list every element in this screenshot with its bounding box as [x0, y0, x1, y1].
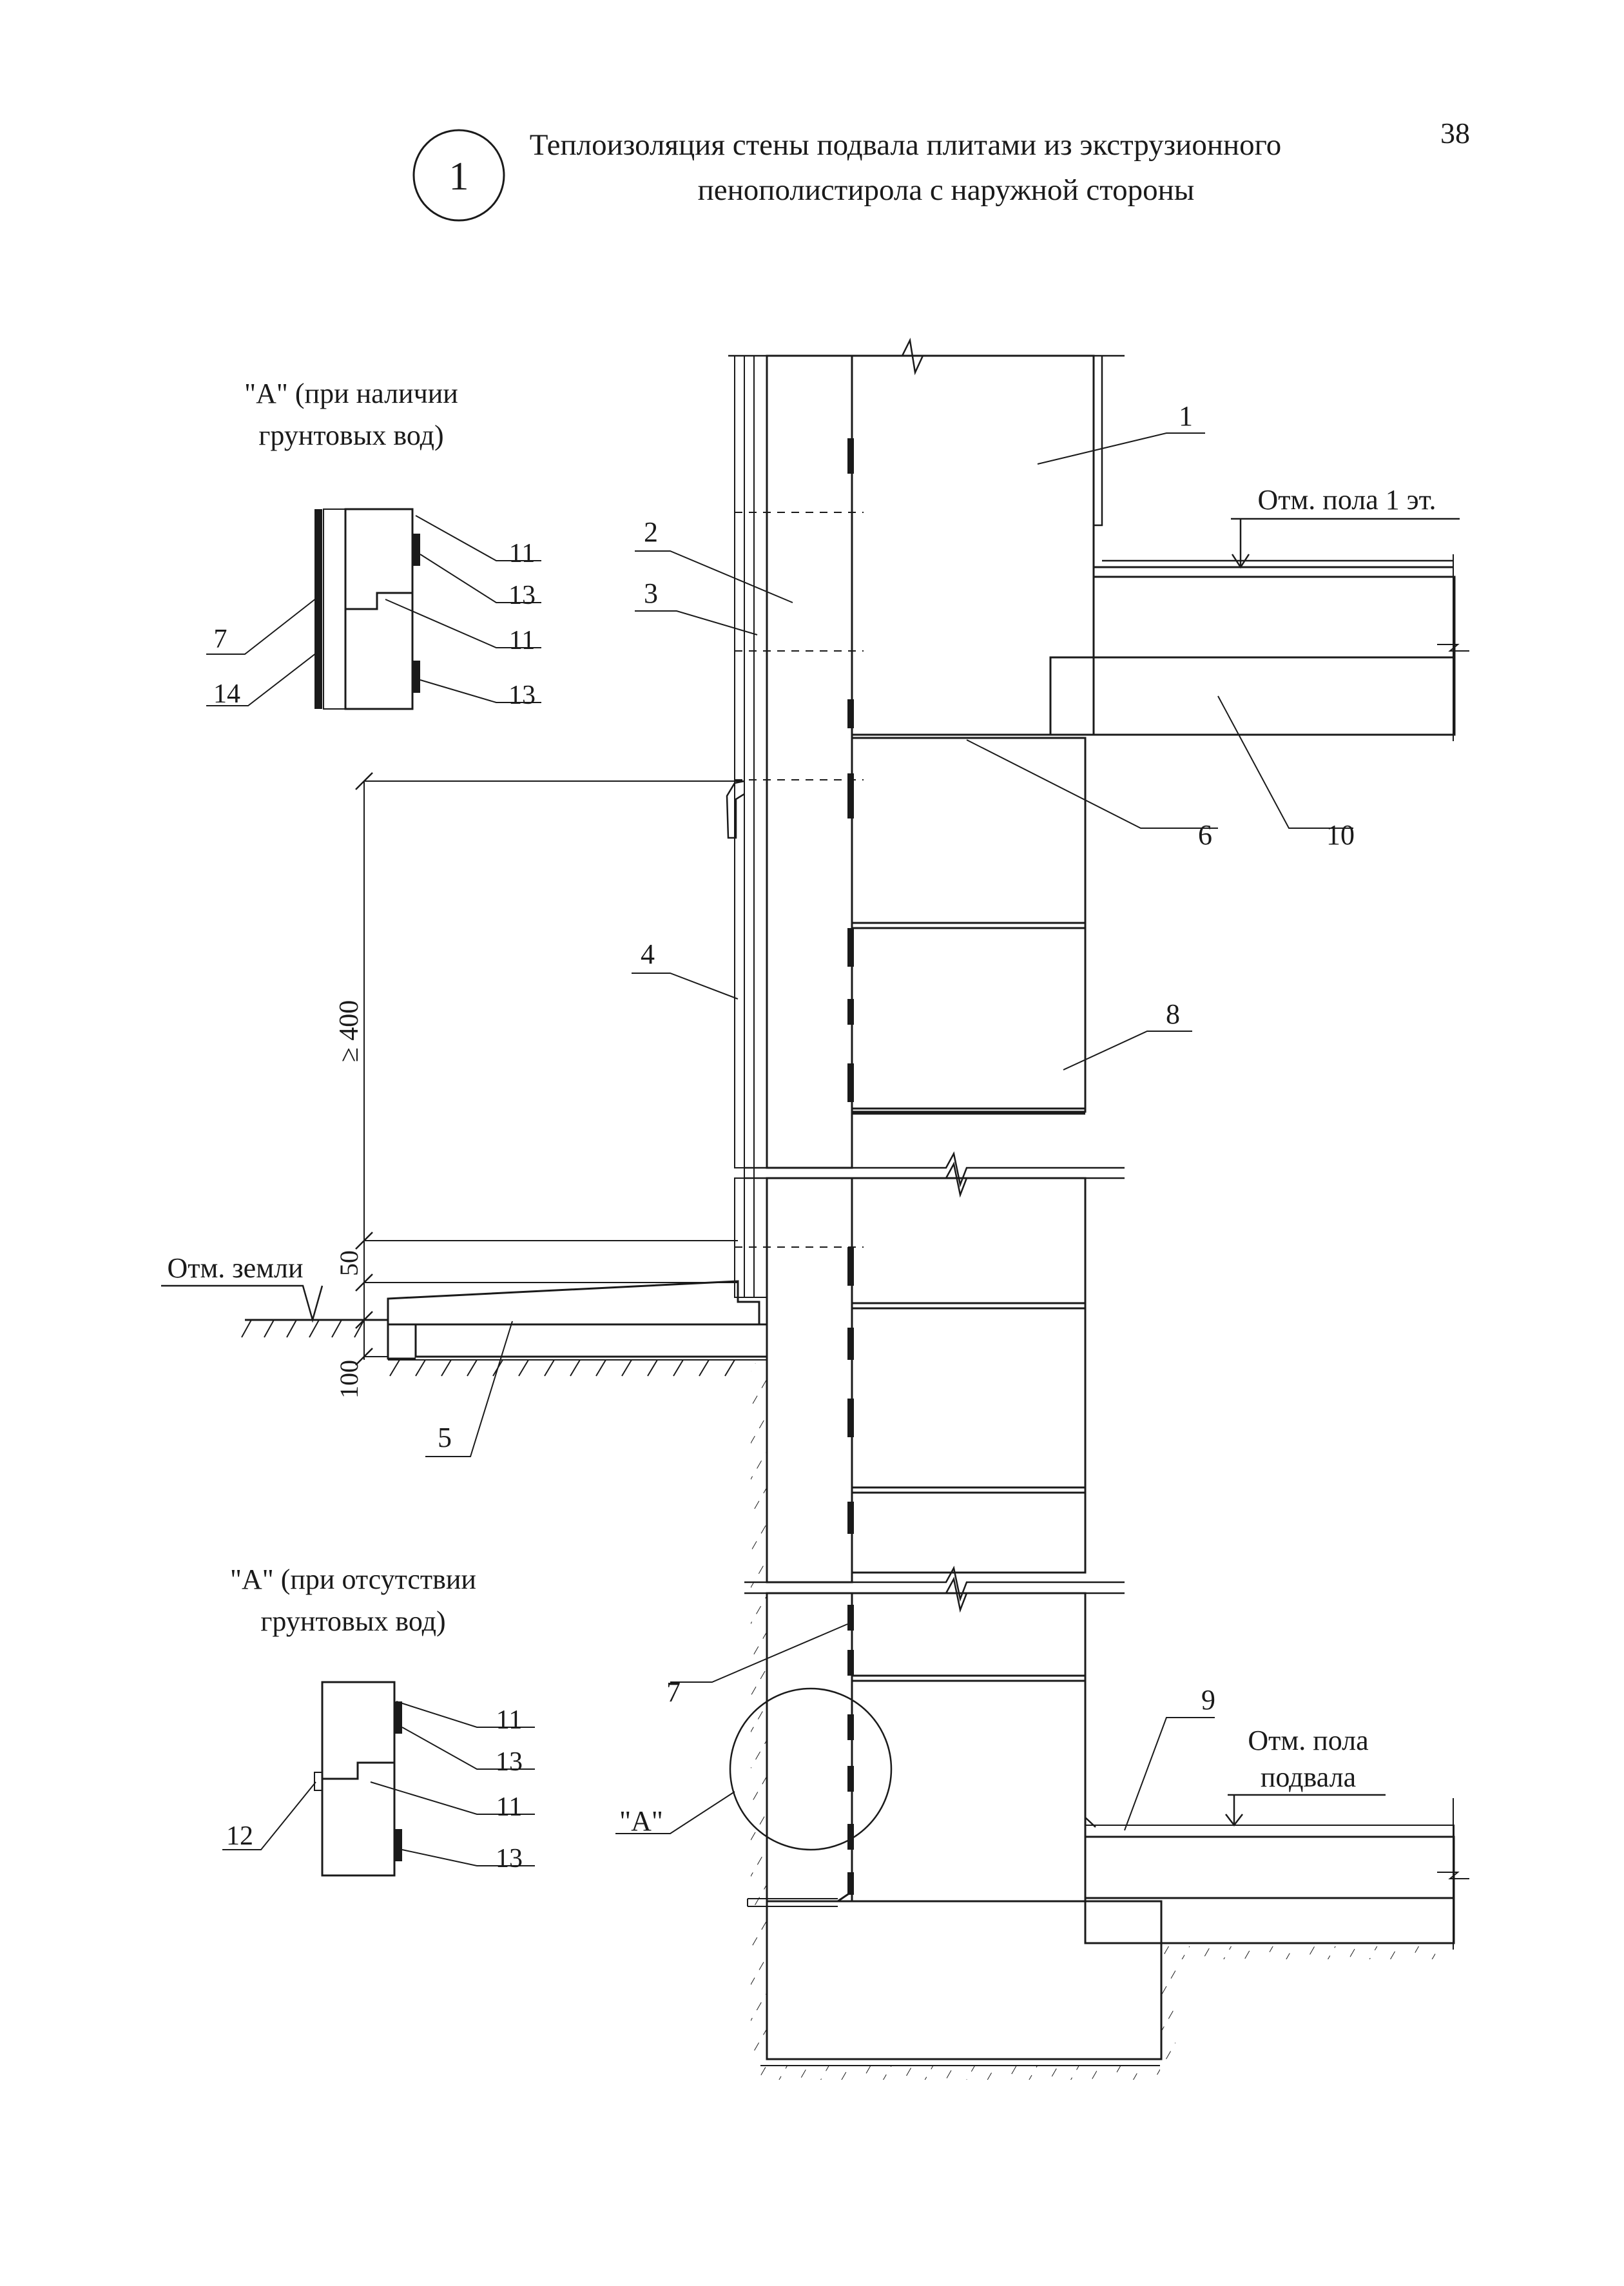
floor-1-level-label: Отм. пола 1 эт. — [1257, 484, 1436, 516]
page-title-line2: пенополистирола с наружной стороны — [698, 173, 1195, 207]
callout-8: 8 — [1166, 998, 1180, 1030]
detail-a-ref: "А" — [619, 1805, 663, 1837]
detail-a2-title-line2: грунтовых вод) — [260, 1605, 445, 1637]
basement-floor-label-line2: подвала — [1261, 1761, 1356, 1793]
waterproofing-membrane — [314, 509, 322, 709]
label-13-top: 13 — [508, 581, 536, 610]
basement-floor-insulation — [1084, 1836, 1455, 1899]
glue-spot — [394, 1829, 402, 1861]
label-13-bottom: 13 — [508, 681, 536, 710]
glue-spot — [394, 1701, 402, 1734]
blind-area — [387, 1280, 760, 1326]
dim-400: ≥ 400 — [334, 1000, 364, 1063]
soil — [760, 2066, 1160, 2080]
label-11-bottom: 11 — [509, 626, 535, 655]
sheet-number-circle — [412, 129, 505, 222]
ground-level-label: Отм. земли — [167, 1252, 303, 1284]
label-11-top: 11 — [496, 1705, 522, 1735]
detail-a-without-groundwater: "А" (при отсутствии грунтовых вод) 11 13… — [222, 1564, 535, 1877]
label-11-top: 11 — [509, 539, 535, 568]
page-title-line1: Теплоизоляция стены подвала плитами из э… — [530, 128, 1282, 162]
detail-a-circle — [729, 1687, 893, 1851]
detail-a-title-line2: грунтовых вод) — [258, 420, 443, 451]
callout-2: 2 — [644, 516, 658, 548]
callout-4: 4 — [641, 938, 655, 970]
insulation-xps — [766, 1177, 853, 1584]
dim-100: 100 — [334, 1360, 363, 1399]
label-14: 14 — [213, 679, 240, 709]
header: 1 Теплоизоляция стены подвала плитами из… — [412, 117, 1470, 222]
label-13-top: 13 — [496, 1747, 523, 1777]
floor-beam — [1049, 656, 1456, 736]
protective-layer — [323, 509, 346, 710]
basement-floor-screed — [1085, 1825, 1455, 1837]
block-wall — [851, 1177, 1087, 1574]
detail-a-title-line1: "А" (при наличии — [244, 378, 458, 409]
main-section: Отм. земли Отм. пола 1 эт. Отм. пола под… — [161, 337, 1469, 2080]
callout-9: 9 — [1201, 1684, 1215, 1716]
glue-spot — [412, 534, 420, 566]
callout-7: 7 — [666, 1676, 681, 1708]
protective-layer — [734, 355, 768, 1168]
detail-a-with-groundwater: "А" (при наличии грунтовых вод) 11 13 7 … — [206, 378, 541, 710]
protective-layer — [734, 1177, 768, 1298]
dim-50: 50 — [334, 1250, 363, 1276]
soil — [1161, 1953, 1175, 2066]
callout-5: 5 — [438, 1422, 452, 1453]
sheet-number: 1 — [449, 155, 469, 199]
page-number: 38 — [1440, 117, 1470, 150]
label-11-bottom: 11 — [496, 1792, 522, 1822]
step-joint — [322, 1761, 394, 1780]
step-joint — [345, 592, 412, 610]
insulation-xps — [766, 1592, 853, 1903]
basement-floor-label-line1: Отм. пола — [1248, 1725, 1368, 1756]
concrete-base — [414, 1323, 768, 1358]
foundation — [766, 1900, 1163, 2060]
floor-slab — [1092, 576, 1456, 659]
soil — [751, 1363, 767, 2069]
callout-6: 6 — [1198, 819, 1212, 851]
concrete-wall — [851, 354, 1095, 736]
block-wall — [851, 1592, 1087, 1903]
label-13-bottom: 13 — [496, 1844, 523, 1874]
callout-1: 1 — [1179, 400, 1193, 432]
callout-10: 10 — [1326, 819, 1355, 851]
fastener — [314, 1772, 323, 1791]
glue-spot — [412, 661, 420, 693]
soil — [1161, 1946, 1453, 1959]
block-wall — [851, 737, 1087, 1113]
label-7: 7 — [214, 625, 227, 654]
detail-a2-title-line1: "А" (при отсутствии — [230, 1564, 476, 1595]
glue-spots — [847, 438, 854, 1895]
label-12: 12 — [226, 1821, 253, 1851]
callout-3: 3 — [644, 577, 658, 609]
basement-floor-slab — [1084, 1897, 1455, 1944]
insulation-xps — [766, 354, 853, 1169]
